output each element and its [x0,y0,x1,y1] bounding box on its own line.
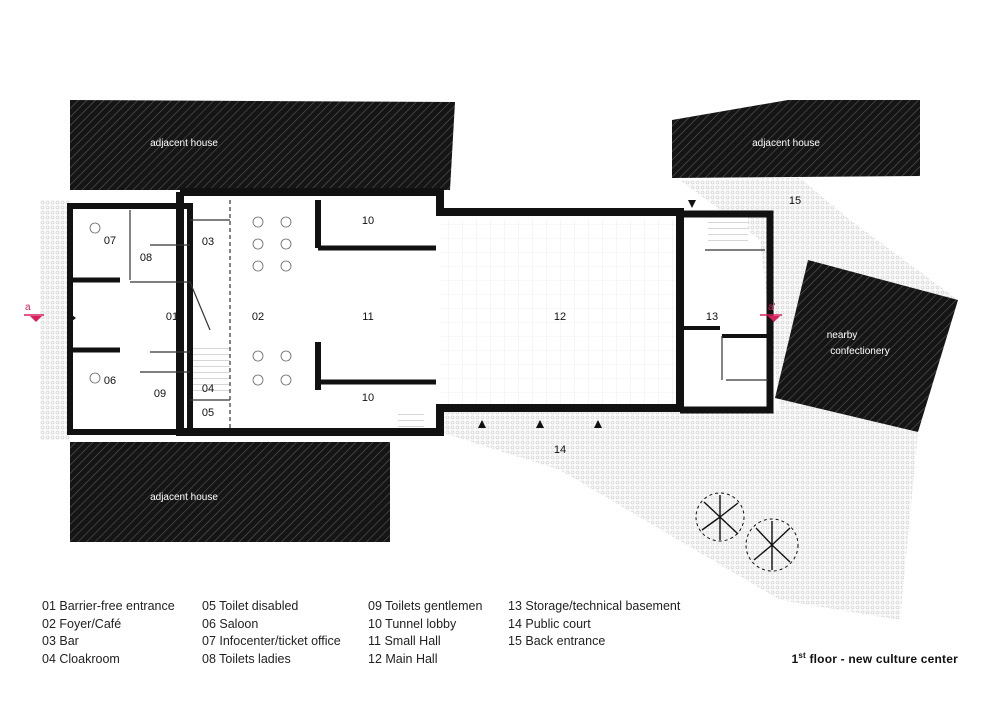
legend-item: 11 Small Hall [368,634,441,648]
section-line-right: a' [760,302,782,322]
adjacent-house-bottom [70,442,390,542]
main-hall-floor [440,220,680,408]
room-label: 11 [362,311,373,323]
lobby-stairs [398,412,424,428]
legend-item: 08 Toilets ladies [202,651,291,666]
arrow-icon [478,420,486,428]
adjacent-house-label-bottom: adjacent house [150,492,218,503]
adjacent-house-label-top-left: adjacent house [150,138,218,149]
room-label: 06 [104,375,116,387]
entrance-arrows [68,200,696,428]
arrow-icon [688,200,696,208]
legend-item: 07 Infocenter/ticket office [202,634,341,648]
arrow-icon [594,420,602,428]
legend-item: 06 Saloon [202,616,259,631]
nearby-confectionery [775,260,958,432]
arrow-icon [536,420,544,428]
section-mark-right: a' [768,302,776,313]
adjacent-house-top-left [70,100,455,190]
room-label: 10 [362,392,374,404]
adjacent-house-label-top-right: adjacent house [752,138,820,149]
room-label: 09 [154,388,166,400]
room-label: 14 [554,444,566,456]
caption-ordinal: st [798,651,806,660]
arrow-icon [68,312,76,324]
legend-column-4: 13 Storage/technical basement 14 Public … [508,598,680,651]
room-label: 12 [554,311,566,323]
room-label: 03 [202,236,214,248]
confectionery-label-line2: confectionery [830,346,889,357]
caption-text: floor - new culture center [805,652,958,666]
legend-column-1: 01 Barrier-free entrance 02 Foyer/Café 0… [42,598,175,668]
adjacent-buildings [70,100,958,542]
legend-item: 09 Toilets gentlemen [368,599,483,613]
section-line-left: a [24,302,44,322]
legend-item: 03 Bar [42,634,79,648]
legend-item: 01 Barrier-free entrance [42,599,175,613]
room-labels: 01 02 03 04 05 06 07 08 09 10 10 11 12 1… [104,195,801,456]
room-label: 02 [252,311,264,323]
adjacent-house-top-right [672,100,920,178]
trees [695,492,799,572]
room-label: 10 [362,215,374,227]
room-label: 08 [140,252,152,264]
legend-item: 15 Back entrance [508,634,606,648]
legend-item: 02 Foyer/Café [42,616,122,631]
room-label: 07 [104,235,116,247]
legend-item: 10 Tunnel lobby [368,616,457,631]
legend-column-3: 09 Toilets gentlemen 10 Tunnel lobby 11 … [368,598,482,668]
legend-item: 13 Storage/technical basement [508,599,681,613]
legend-column-2: 05 Toilet disabled 06 Saloon 07 Infocent… [202,598,341,668]
room-label: 13 [706,311,718,323]
section-mark-left: a [25,302,31,313]
room-label: 04 [202,383,214,395]
legend: 01 Barrier-free entrance 02 Foyer/Café 0… [42,598,722,670]
partitions [129,200,768,430]
caption-number: 1 [791,652,799,666]
legend-item: 05 Toilet disabled [202,599,299,613]
walls [67,188,774,436]
room-label: 01 [166,311,178,323]
room-label: 05 [202,407,214,419]
legend-item: 14 Public court [508,616,591,631]
confectionery-label-line1: nearby [827,330,858,341]
plan-caption: 1st floor - new culture center [792,651,958,666]
cafe-tables [89,216,292,386]
cloakroom-stairs [190,345,230,393]
legend-item: 04 Cloakroom [42,651,120,666]
legend-item: 12 Main Hall [368,651,438,666]
room-label: 15 [789,195,801,207]
